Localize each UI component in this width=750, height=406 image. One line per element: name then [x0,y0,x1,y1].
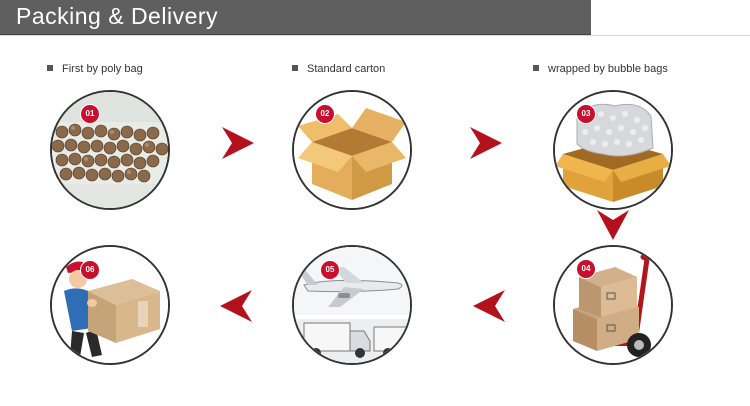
step-3-caption-text: wrapped by bubble bags [548,63,668,75]
step-4-badge: 04 [576,259,596,279]
step-2-badge: 02 [315,104,335,124]
hand-truck-boxes-icon [555,247,671,363]
step-1-caption-text: First by poly bag [62,63,143,75]
step-1-caption: First by poly bag [47,63,143,75]
step-2-caption: Standard carton [292,63,385,75]
step-5-badge: 05 [320,260,340,280]
step-3-badge: 03 [576,104,596,124]
bubble-bag-in-box-icon [555,92,671,208]
step-2-caption-text: Standard carton [307,63,386,75]
poly-bag-beads-icon [52,92,168,208]
step-6-badge: 06 [80,260,100,280]
step-6-image [50,245,170,365]
arrow-left-icon [220,290,252,322]
header-divider [0,35,750,36]
section-header: Packing & Delivery [0,0,591,35]
airplane-and-truck-icon [294,247,410,363]
arrow-left-icon [473,290,505,322]
arrow-right-icon [222,127,254,159]
delivery-man-with-box-icon [52,247,168,363]
page-title: Packing & Delivery [16,3,219,29]
step-5-image [292,245,412,365]
arrow-down-icon [597,210,629,240]
step-1-image [50,90,170,210]
bullet-square-icon [47,65,53,71]
step-4-image [553,245,673,365]
open-carton-box-icon [294,92,410,208]
bullet-square-icon [292,65,298,71]
step-2-image [292,90,412,210]
step-3-caption: wrapped by bubble bags [533,63,668,75]
bullet-square-icon [533,65,539,71]
step-1-badge: 01 [80,104,100,124]
arrow-right-icon [470,127,502,159]
step-3-image [553,90,673,210]
